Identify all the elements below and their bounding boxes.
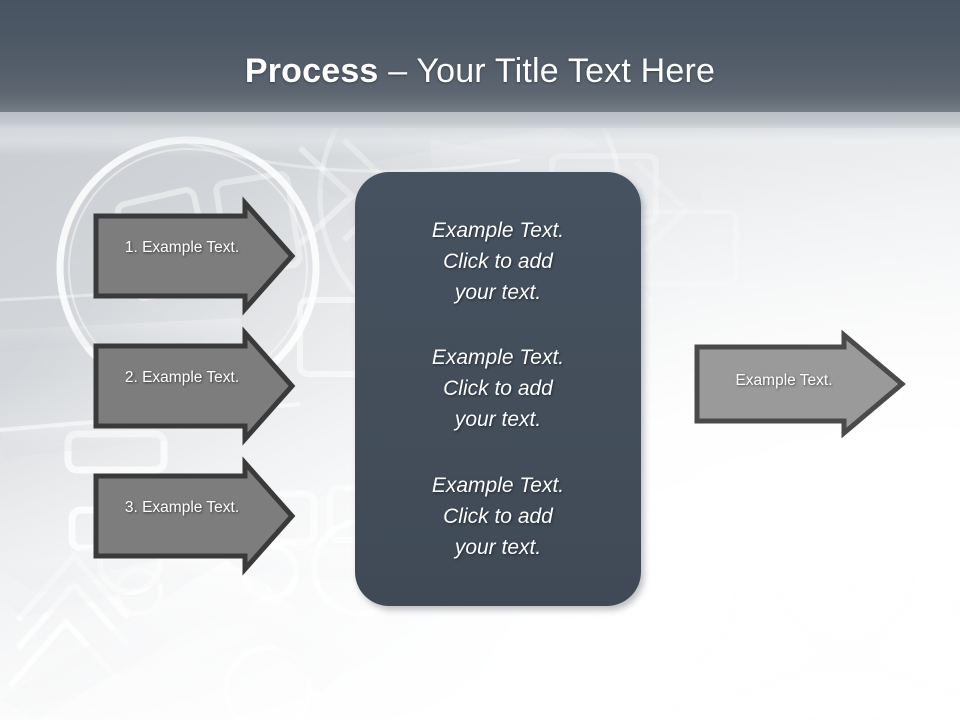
step-arrow-1-label: 1. Example Text. [124, 239, 240, 256]
page-title: Process – Your Title Text Here [0, 50, 960, 92]
page-title-rest: – Your Title Text Here [378, 52, 716, 90]
step-arrow-3[interactable]: 3. Example Text. [93, 456, 296, 576]
result-arrow[interactable]: Example Text. [694, 329, 906, 439]
center-text-panel[interactable]: Example Text. Click to add your text. Ex… [355, 172, 641, 606]
panel-text-block-1[interactable]: Example Text. Click to add your text. [431, 219, 565, 305]
panel-text-block-2[interactable]: Example Text. Click to add your text. [431, 346, 565, 432]
step-arrow-2[interactable]: 2. Example Text. [93, 326, 296, 446]
step-arrow-3-label: 3. Example Text. [124, 499, 240, 516]
step-arrow-2-label: 2. Example Text. [124, 369, 240, 386]
result-arrow-label: Example Text. [735, 372, 833, 389]
panel-text-block-3[interactable]: Example Text. Click to add your text. [431, 473, 565, 559]
page-title-strong: Process [244, 52, 379, 90]
step-arrow-1[interactable]: 1. Example Text. [93, 196, 296, 316]
